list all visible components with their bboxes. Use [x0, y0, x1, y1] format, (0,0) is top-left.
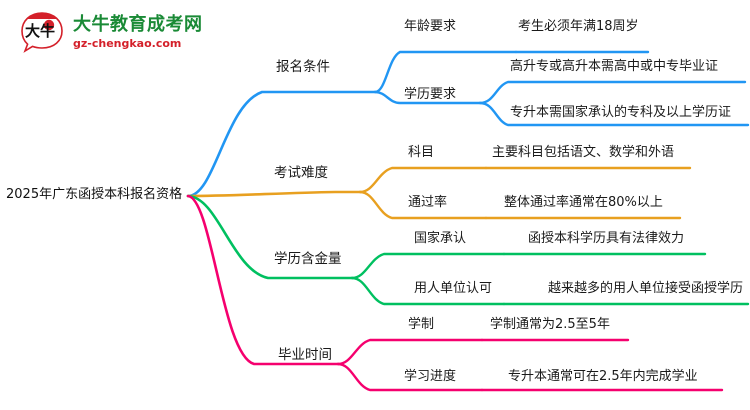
logo-title: 大牛教育成考网 [73, 13, 203, 35]
mindmap-branch-node-1[interactable]: 报名条件 [276, 59, 330, 75]
mindmap-branch-node-2[interactable]: 考试难度 [274, 165, 328, 181]
site-logo[interactable]: 大牛 大牛教育成考网 gz-chengkao.com [18, 10, 203, 54]
mindmap-sub-node-employer-accepted[interactable]: 用人单位认可 [414, 281, 493, 296]
daniu-bull-logo-icon: 大牛 [18, 10, 66, 54]
link-branch-4-to-sub-1 [336, 338, 484, 366]
mindmap-leaf-node-employer-accepted-detail[interactable]: 越来越多的用人单位接受函授学历 [548, 281, 744, 296]
mindmap-sub-node-program-length[interactable]: 学制 [408, 317, 435, 332]
mindmap-leaf-node-program-length-detail[interactable]: 学制通常为2.5至5年 [490, 317, 610, 332]
mindmap-branch-node-3[interactable]: 学历含金量 [274, 251, 342, 267]
mindmap-leaf-node-education-detail-2[interactable]: 专升本需国家承认的专科及以上学历证 [510, 105, 732, 120]
mindmap-leaf-node-study-progress-detail[interactable]: 专升本通常可在2.5年内完成学业 [508, 369, 698, 384]
link-branch-1-to-sub-1 [373, 50, 518, 94]
mindmap-leaf-node-education-detail-1[interactable]: 高升专或高升本需高中或中专毕业证 [510, 59, 719, 74]
mindmap-sub-node-state-recognized[interactable]: 国家承认 [414, 231, 467, 246]
svg-text:大牛: 大牛 [25, 22, 55, 40]
mindmap-sub-node-subjects[interactable]: 科目 [408, 145, 435, 160]
logo-subtitle: gz-chengkao.com [73, 36, 182, 50]
link-branch-2-to-sub-1 [358, 166, 488, 194]
mindmap-sub-node-education-requirement[interactable]: 学历要求 [404, 87, 457, 102]
mindmap-sub-node-age-requirement[interactable]: 年龄要求 [404, 19, 457, 34]
mindmap-sub-node-pass-rate[interactable]: 通过率 [408, 195, 448, 210]
mindmap-root-node[interactable]: 2025年广东函授本科报名资格 [6, 187, 183, 202]
mindmap-leaf-node-age-detail[interactable]: 考生必须年满18周岁 [518, 19, 639, 34]
mindmap-leaf-node-subjects-detail[interactable]: 主要科目包括语文、数学和外语 [492, 145, 675, 160]
mindmap-sub-node-study-progress[interactable]: 学习进度 [404, 369, 457, 384]
link-root-to-branch-4 [186, 194, 340, 366]
mindmap-leaf-node-pass-rate-detail[interactable]: 整体通过率通常在80%以上 [504, 195, 663, 210]
link-root-to-branch-2 [186, 190, 362, 198]
mindmap-branch-node-4[interactable]: 毕业时间 [278, 347, 332, 363]
link-branch-3-to-sub-1 [350, 252, 506, 280]
link-sub-2-to-leaf-2 [478, 80, 747, 105]
mindmap-leaf-node-state-recognized-detail[interactable]: 函授本科学历具有法律效力 [528, 231, 685, 246]
